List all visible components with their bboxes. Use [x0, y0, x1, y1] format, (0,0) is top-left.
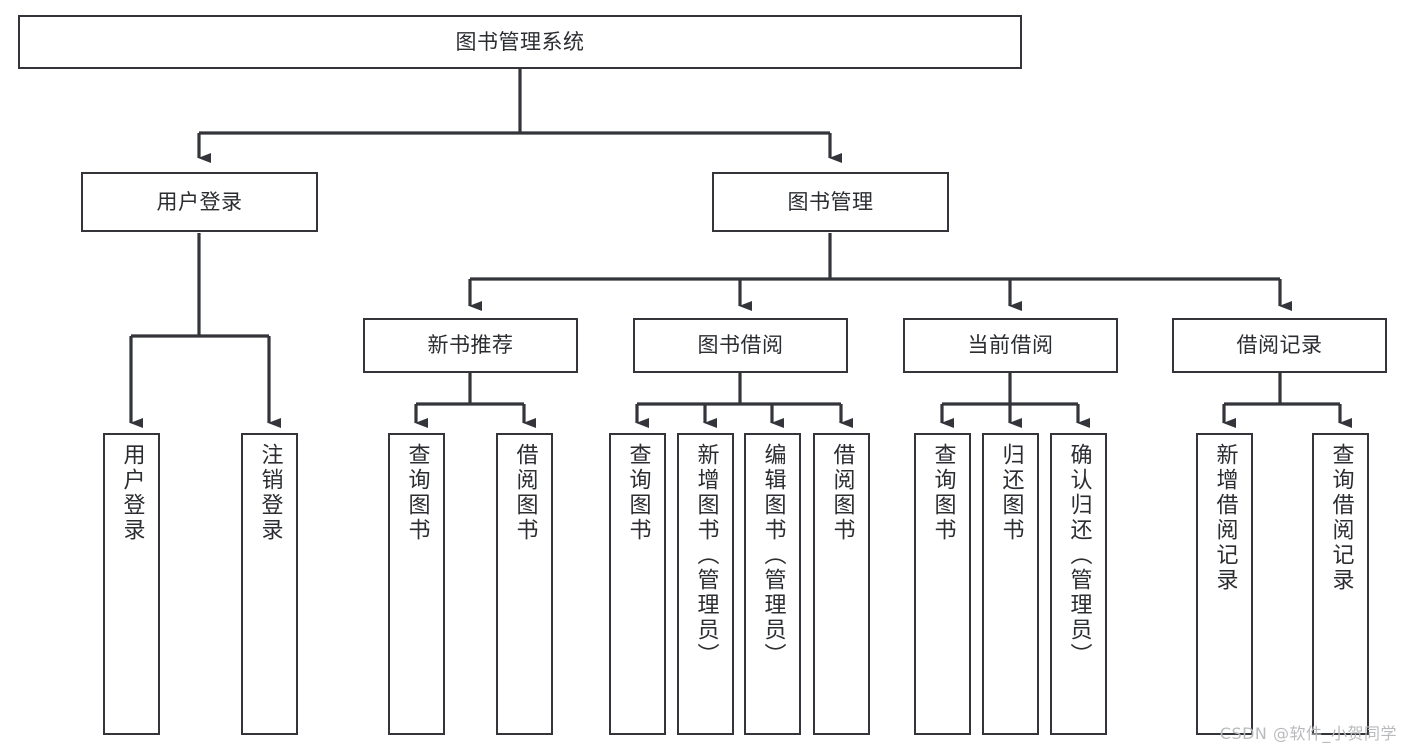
csdn-watermark: CSDN @软件_小贺同学 — [1219, 724, 1397, 743]
leaf-user-logout[interactable]: 注销登录 — [241, 433, 298, 735]
node-label: 借阅记录 — [1236, 333, 1323, 358]
node-label: 当前借阅 — [967, 333, 1054, 358]
node-label: 用户登录 — [156, 189, 243, 214]
node-label: 图书管理系统 — [455, 29, 585, 54]
node-label: 借阅图书 — [829, 443, 855, 543]
node-label: 用户登录 — [119, 443, 145, 543]
node-root-book-management-system[interactable]: 图书管理系统 — [18, 15, 1022, 69]
node-label: 图书管理 — [787, 189, 874, 214]
node-borrow-record[interactable]: 借阅记录 — [1172, 318, 1387, 373]
node-user-login[interactable]: 用户登录 — [81, 172, 318, 232]
node-label: 新书推荐 — [427, 333, 514, 358]
node-label: 确认归还（管理员） — [1066, 443, 1092, 668]
node-label: 查询图书 — [625, 443, 651, 543]
node-label: 图书借阅 — [697, 333, 784, 358]
leaf-query-record[interactable]: 查询借阅记录 — [1312, 433, 1369, 735]
node-label: 查询图书 — [930, 443, 956, 543]
node-label: 归还图书 — [998, 443, 1024, 543]
node-label: 查询借阅记录 — [1328, 443, 1354, 593]
leaf-add-book[interactable]: 新增图书（管理员） — [677, 433, 734, 735]
node-label: 新增借阅记录 — [1212, 443, 1238, 593]
leaf-user-login[interactable]: 用户登录 — [103, 433, 160, 735]
node-label: 编辑图书（管理员） — [760, 443, 786, 668]
leaf-confirm-return[interactable]: 确认归还（管理员） — [1050, 433, 1107, 735]
node-current-borrow[interactable]: 当前借阅 — [903, 318, 1118, 373]
leaf-return-book[interactable]: 归还图书 — [982, 433, 1039, 735]
node-book-borrow[interactable]: 图书借阅 — [633, 318, 848, 373]
leaf-query-book-1[interactable]: 查询图书 — [388, 433, 445, 735]
node-label: 借阅图书 — [512, 443, 538, 543]
node-label: 新增图书（管理员） — [693, 443, 719, 668]
leaf-borrow-book-1[interactable]: 借阅图书 — [496, 433, 553, 735]
leaf-query-book-3[interactable]: 查询图书 — [914, 433, 971, 735]
leaf-add-record[interactable]: 新增借阅记录 — [1196, 433, 1253, 735]
leaf-borrow-book-2[interactable]: 借阅图书 — [813, 433, 870, 735]
node-new-book-recommend[interactable]: 新书推荐 — [363, 318, 578, 373]
leaf-edit-book[interactable]: 编辑图书（管理员） — [744, 433, 801, 735]
node-book-manage[interactable]: 图书管理 — [712, 172, 949, 232]
node-label: 注销登录 — [257, 443, 283, 543]
leaf-query-book-2[interactable]: 查询图书 — [609, 433, 666, 735]
node-label: 查询图书 — [404, 443, 430, 543]
